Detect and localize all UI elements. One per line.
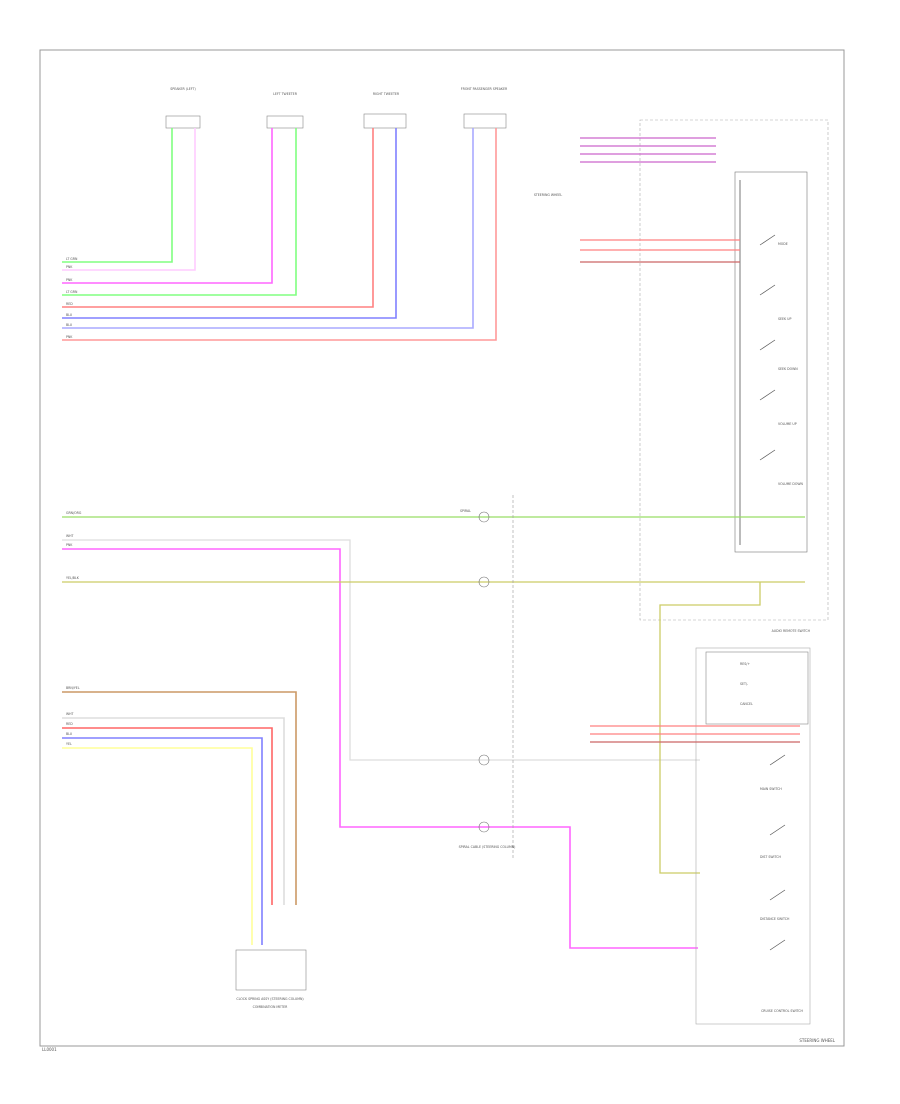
switch-label: VOLUME DOWN (778, 482, 803, 486)
wire-label: SPIRAL (460, 509, 471, 513)
audio-wire-group: LT GRN PNK PNK LT GRN RED BLU BLU PNK (62, 128, 497, 341)
wire-lt-grn-2 (62, 128, 297, 296)
cruise-item: RES/+ (740, 662, 750, 666)
wire-label: BRN/YEL (66, 686, 80, 690)
switch-label: MODE (778, 242, 788, 246)
bottom-connector-label: CLOCK SPRING ASSY (STEERING COLUMN) (236, 997, 303, 1001)
wire-label: WHT (66, 712, 74, 716)
wire-label: PNK (66, 265, 73, 269)
top-connector-c4: FRONT PASSENGER SPEAKER (461, 87, 508, 129)
steering-assembly-label: STEERING WHEEL (534, 193, 563, 197)
wire-label: PNK (66, 278, 73, 282)
spiral-cable-label: SPIRAL CABLE (STEERING COLUMN) (459, 845, 516, 849)
lower-wire-group: BRN/YEL WHT RED BLU YEL CLOCK SPRING ASS… (62, 686, 307, 1009)
wire-yel-low (62, 747, 253, 945)
wire-label: YEL (66, 742, 72, 746)
wire-label: RED (66, 722, 73, 726)
top-connector-c1: SPEAKER (LEFT) (165, 87, 201, 129)
connector-label: SPEAKER (LEFT) (170, 87, 195, 91)
wire-blu-2 (62, 128, 474, 329)
wire-label: WHT (66, 534, 74, 538)
top-connector-c2: LEFT TWEETER (266, 92, 304, 129)
top-connector-c3: RIGHT TWEETER (363, 92, 407, 129)
wire-brn-yel (62, 691, 297, 905)
connector-label: FRONT PASSENGER SPEAKER (461, 87, 508, 91)
wire-label: LT GRN (66, 257, 78, 261)
wire-blu-1 (62, 128, 397, 319)
connector-label: RIGHT TWEETER (373, 92, 400, 96)
connector-body (463, 113, 507, 129)
bottom-connector (235, 949, 307, 991)
cruise-item: DIST SWITCH (760, 855, 781, 859)
switch-label: VOLUME UP (778, 422, 797, 426)
wire-pnk-mid (62, 548, 698, 949)
wire-label: GRN/ORG (66, 511, 82, 515)
connector-body (266, 115, 304, 129)
wire-label: PNK (66, 335, 73, 339)
wire-wht-mid (62, 539, 700, 761)
wire-label: BLU (66, 732, 73, 736)
cruise-item: SET/- (740, 682, 748, 686)
switch-symbol (769, 754, 786, 951)
wire-label: BLU (66, 313, 73, 317)
switch-label: SEEK UP (778, 317, 791, 321)
wire-blu-low (62, 737, 263, 945)
wire-wht (62, 717, 285, 905)
diagram-border (39, 49, 845, 1047)
bottom-connector-sub: COMBINATION METER (253, 1005, 288, 1009)
cruise-label: CRUISE CONTROL SWITCH (761, 1009, 803, 1013)
wire-lt-grn-1 (62, 128, 173, 263)
wire-label: YEL/BLK (66, 576, 80, 580)
cruise-item: DISTANCE SWITCH (760, 917, 790, 921)
switch-label: SEEK DOWN (778, 367, 798, 371)
wire-label: RED (66, 302, 73, 306)
middle-wire-group: GRN/ORG SPIRAL PNK WHT YEL/BLK SPIRAL CA… (62, 495, 805, 949)
spiral-cable-terminal (478, 754, 490, 766)
wire-label: LT GRN (66, 290, 78, 294)
connector-body (363, 113, 407, 129)
wire-label: PNK (66, 543, 73, 547)
spiral-cable-terminal (478, 511, 490, 523)
wire-pnk-2 (62, 128, 273, 284)
connector-label: LEFT TWEETER (273, 92, 298, 96)
connector-body (165, 115, 201, 129)
spiral-cable-terminal (478, 821, 490, 833)
pad-switch-box (734, 171, 808, 553)
wire-red-low (62, 727, 273, 905)
cruise-item: CANCEL (740, 702, 753, 706)
switch-symbol (759, 234, 776, 461)
spiral-cable-terminal (478, 576, 490, 588)
cruise-inner-box (705, 651, 809, 725)
wire-pnk-1 (62, 128, 196, 271)
cruise-item: MAIN SWITCH (760, 787, 782, 791)
assembly-label: AUDIO REMOTE SWITCH (772, 629, 811, 633)
footer-left: LL0001 (42, 1047, 57, 1052)
steering-switch-assembly: AUDIO REMOTE SWITCH MODE SEEK UP SEEK DO… (534, 119, 829, 633)
wire-pnk-3 (62, 128, 497, 341)
wire-yel-blk-drop (659, 582, 761, 874)
cruise-outline (695, 647, 811, 1025)
assembly-outline (639, 119, 829, 621)
wire-red (62, 128, 374, 308)
cruise-control-switch: RES/+ SET/- CANCEL MAIN SWITCH DIST SWIT… (590, 647, 811, 1025)
footer-right: STEERING WHEEL (799, 1038, 835, 1043)
wire-label: BLU (66, 323, 73, 327)
